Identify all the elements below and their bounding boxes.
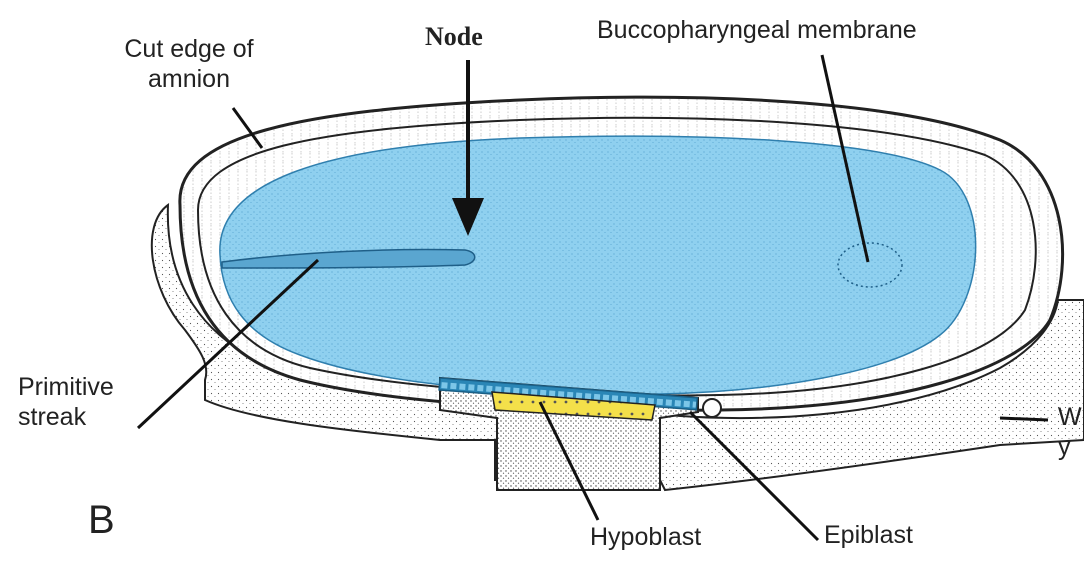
epiblast-leader [688,410,820,542]
primitive-streak-leader [136,258,320,430]
label-cut-edge-line2: amnion [148,65,230,93]
amnion-inner-edge [196,116,1037,397]
embryonic-disc [219,135,977,395]
label-node: Node [425,22,483,51]
cut-edge-leader [231,107,264,149]
cutoff-leader [999,416,1049,422]
panel-letter: B [88,498,115,542]
label-cutoff-line2: y [1058,433,1071,461]
buccopharyngeal-leader [820,54,870,263]
label-cut-edge-of-amnion: Cut edge of amnion [96,34,282,94]
buccopharyngeal-membrane [837,242,903,288]
label-hypoblast: Hypoblast [590,523,702,551]
hypoblast-layer [491,391,656,421]
label-buccopharyngeal-membrane: Buccopharyngeal membrane [597,16,917,44]
label-cutoff-yolk-sac: W y [1058,402,1082,462]
label-primitive-streak: Primitive streak [18,372,114,432]
label-cut-edge-line1: Cut edge of [124,35,254,63]
amnion-fold-knob [702,398,722,418]
label-cutoff-line1: W [1058,403,1082,431]
label-primitive-line2: streak [18,403,87,431]
label-primitive-line1: Primitive [18,373,114,401]
hypoblast-leader [538,401,600,521]
node-arrowhead [452,198,484,236]
label-epiblast: Epiblast [824,521,913,549]
